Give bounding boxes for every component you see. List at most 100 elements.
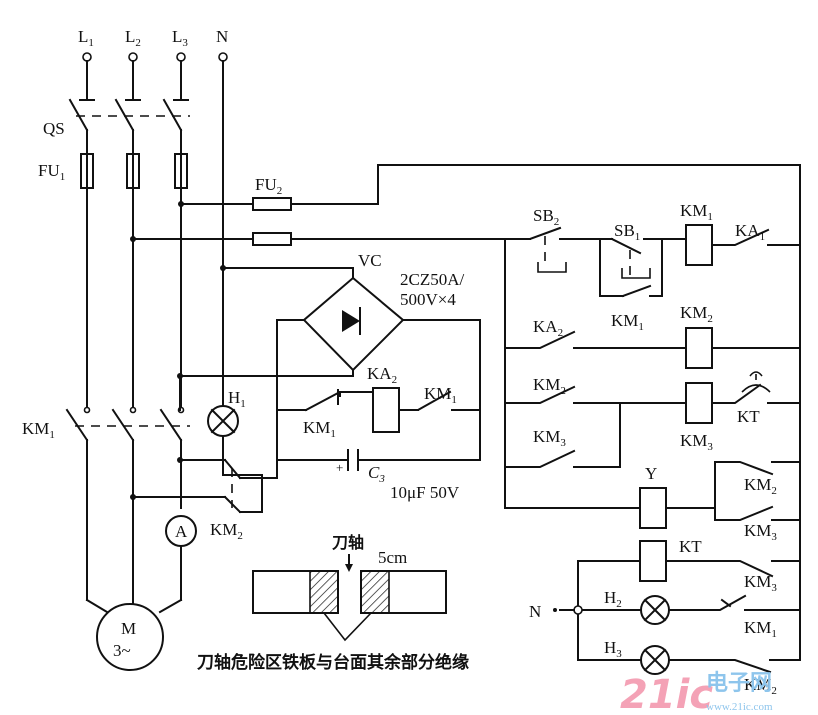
gap-label: 5cm (378, 548, 407, 567)
svg-text:KA1: KA1 (735, 221, 765, 243)
motor-line2: 3~ (113, 641, 131, 660)
n-right-label: N (529, 602, 541, 621)
svg-text:KM2: KM2 (744, 675, 777, 697)
svg-text:KM3: KM3 (533, 427, 566, 449)
km3-contact-label: KM (533, 427, 560, 446)
svg-text:KM1: KM1 (611, 311, 644, 333)
km2-contact-sub: 2 (560, 385, 566, 397)
km3-coil-sub: 3 (707, 441, 713, 453)
ka2-coil-sub: 2 (392, 374, 398, 386)
fu1-sub: 1 (60, 171, 66, 183)
kt-coil-label: KT (679, 537, 702, 556)
km1-no-left-sub: 1 (451, 394, 457, 406)
km1-no-left-label: KM (424, 384, 451, 403)
svg-text:KM1: KM1 (424, 384, 457, 406)
km1-nc-sub: 1 (330, 428, 336, 440)
dc-brake-circuit: + KM1 KA2 KM1 C3 10μF 50V (276, 364, 481, 502)
svg-text:FU1: FU1 (38, 161, 65, 183)
svg-text:KM1: KM1 (303, 418, 336, 440)
ka2-contact-sub: 2 (558, 327, 564, 339)
h1-label: H (228, 388, 240, 407)
kt-contact-label: KT (737, 407, 760, 426)
svg-text:C3: C3 (368, 463, 385, 485)
svg-text:L3: L3 (172, 27, 188, 49)
fu2-label: FU (255, 175, 277, 194)
km2-coil-label: KM (680, 303, 707, 322)
km1-coil-sub: 1 (707, 211, 713, 223)
svg-text:FU2: FU2 (255, 175, 282, 197)
qs-switch: QS (43, 60, 190, 154)
sb1-label: SB (614, 221, 635, 240)
l3-label: L (172, 27, 182, 46)
ammeter-label: A (175, 522, 188, 541)
qs-label: QS (43, 119, 65, 138)
svg-text:KA2: KA2 (533, 317, 563, 339)
fu1-fuses: FU1 (38, 153, 188, 189)
svg-text:KM1: KM1 (22, 419, 55, 441)
svg-text:KM3: KM3 (680, 431, 713, 453)
c3-sub: 3 (378, 473, 385, 485)
watermark-brand: 21ic (620, 672, 713, 715)
ka1-label: KA (735, 221, 760, 240)
km1-h2-label: KM (744, 618, 771, 637)
fu2-sub: 2 (277, 185, 283, 197)
indicator-lamps: N H2 KM1 H3 KM2 (529, 560, 801, 697)
km3-kt-sub: 3 (771, 582, 777, 594)
motor-line1: M (121, 619, 136, 638)
ka2-contact-label: KA (533, 317, 558, 336)
svg-text:L1: L1 (78, 27, 94, 49)
svg-text:KM2: KM2 (210, 520, 243, 542)
sb2-sub: 2 (554, 216, 560, 228)
watermark-cn: 电子网 (706, 671, 772, 696)
c3-spec: 10μF 50V (390, 483, 460, 502)
sb1-button: SB1 KM1 (599, 221, 687, 333)
y-coil-rung: Y KM2 KM3 (504, 461, 801, 543)
sb1-sub: 1 (635, 231, 641, 243)
watermark: 21ic 电子网 www.21ic.com (620, 671, 773, 715)
rectifier-bridge: VC 2CZ50A/ 500V×4 (177, 251, 481, 411)
km2-coil-rung: KA2 KM2 (504, 303, 801, 369)
bridge-spec-line2: 500V×4 (400, 290, 456, 309)
km2-y-label: KM (744, 475, 771, 494)
km2-brake-sub: 2 (237, 530, 243, 542)
kt-coil-rung: KT KM3 (577, 537, 801, 594)
vc-label: VC (358, 251, 382, 270)
c3-label: C (368, 463, 380, 482)
ka1-sub: 1 (760, 231, 766, 243)
svg-text:KM2: KM2 (533, 375, 566, 397)
km3-contact-sub: 3 (560, 437, 566, 449)
svg-text:KM1: KM1 (680, 201, 713, 223)
h3-label: H (604, 638, 616, 657)
svg-text:H2: H2 (604, 588, 622, 610)
h2-sub: 2 (616, 598, 622, 610)
km1-nc-label: KM (303, 418, 330, 437)
l2-label: L (125, 27, 135, 46)
km1-coil-rung: KM1 KA1 (680, 201, 801, 266)
h2-label: H (604, 588, 616, 607)
km2-y-sub: 2 (771, 485, 777, 497)
y-coil-label: Y (645, 464, 657, 483)
km1-hold-label: KM (611, 311, 638, 330)
svg-text:H1: H1 (228, 388, 246, 410)
h1-sub: 1 (240, 398, 246, 410)
km2-h3-label: KM (744, 675, 771, 694)
l1-label: L (78, 27, 88, 46)
watermark-url: www.21ic.com (706, 701, 773, 713)
svg-text:KM2: KM2 (744, 475, 777, 497)
sb2-button: SB2 (504, 206, 601, 273)
svg-text:SB2: SB2 (533, 206, 559, 228)
bridge-spec-line1: 2CZ50A/ (400, 270, 465, 289)
svg-text:KM3: KM3 (744, 521, 777, 543)
km2-coil-sub: 2 (707, 313, 713, 325)
svg-text:KM3: KM3 (744, 572, 777, 594)
ammeter: A (165, 515, 197, 601)
km1-main-sub: 1 (49, 429, 55, 441)
km3-kt-label: KM (744, 572, 771, 591)
l3-sub: 3 (182, 37, 188, 49)
svg-text:KA2: KA2 (367, 364, 397, 386)
svg-text:SB1: SB1 (614, 221, 640, 243)
svg-text:H3: H3 (604, 638, 622, 660)
svg-text:+: + (336, 460, 343, 475)
svg-text:KM2: KM2 (680, 303, 713, 325)
